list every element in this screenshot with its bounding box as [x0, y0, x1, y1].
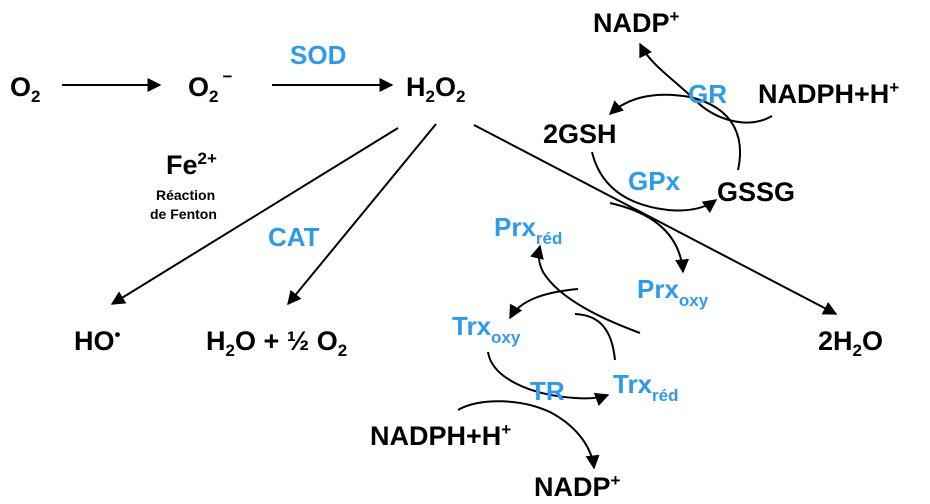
label-iron: Fe2+ [166, 149, 217, 180]
arrow-h2o2-to-water [473, 124, 838, 315]
label-gsh: 2GSH [543, 119, 617, 149]
label-sod: SOD [290, 40, 346, 70]
arrow-h2o2-to-hydroxyl [110, 127, 399, 305]
label-fenton-line2: de Fenton [150, 206, 217, 222]
arrow-prx-oxy-to-prx-red [530, 244, 641, 334]
label-tr: TR [530, 376, 565, 406]
label-trx-oxy: Trxoxy [452, 311, 521, 347]
arrow-trx-red-to-prx [574, 313, 616, 361]
label-water-half-oxygen: H2O + ½ O2 [206, 326, 347, 360]
label-trx-red: Trxréd [613, 369, 679, 405]
label-nadp-bottom: NADP+ [534, 471, 621, 502]
arrow-nadph-to-nadp-bottom [457, 400, 600, 470]
arrow-h2o2-to-water-oxygen [287, 123, 437, 306]
label-nadp-top: NADP+ [593, 7, 680, 38]
label-two-water: 2H2O [818, 326, 883, 360]
label-gr: GR [688, 79, 727, 109]
label-gssg: GSSG [717, 177, 795, 207]
arrow-prx-to-trx-oxy [509, 288, 579, 320]
label-hydrogen-peroxide: H2O2 [406, 72, 465, 106]
label-oxygen: O2 [10, 72, 40, 106]
arrow-trx-oxy-to-trx-red [487, 351, 610, 406]
label-nadph-top: NADPH+H+ [758, 78, 899, 109]
label-prx-red: Prxréd [494, 212, 562, 248]
arrow-gssg-to-gsh [608, 93, 742, 171]
label-nadph-bottom: NADPH+H+ [370, 420, 511, 451]
label-prx-oxy: Prxoxy [637, 274, 709, 310]
label-hydroxyl-radical: HO• [74, 325, 121, 356]
arrow-gsh-to-gssg [591, 151, 718, 214]
label-fenton-line1: Réaction [156, 187, 215, 203]
arrow-nadph-to-nadp-top [639, 42, 773, 124]
label-cat: CAT [268, 222, 320, 252]
arrow-prx-red-to-prx-oxy [609, 202, 690, 274]
label-gpx: GPx [628, 166, 681, 196]
label-superoxide: O2− [188, 67, 232, 106]
